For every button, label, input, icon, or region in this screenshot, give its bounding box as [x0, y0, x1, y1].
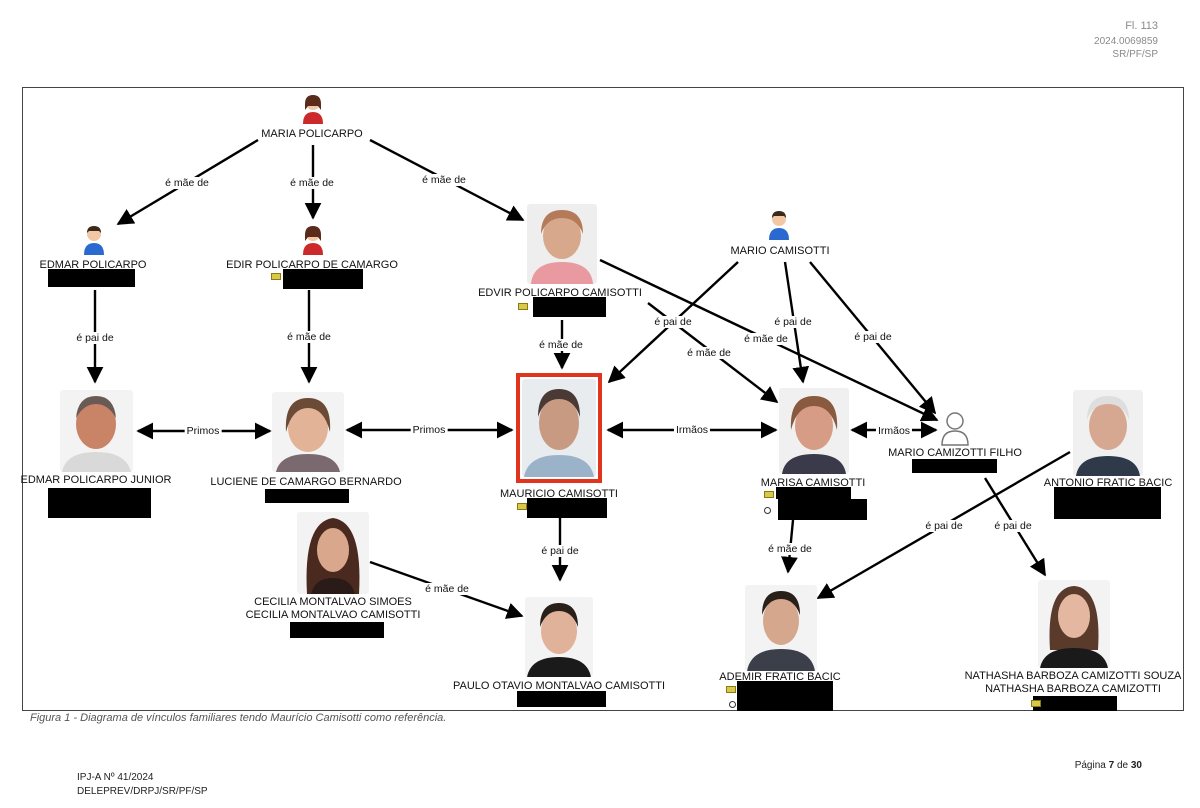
edge-label-pai: é pai de — [74, 332, 116, 344]
male-person-icon — [83, 225, 105, 255]
redaction-bar — [778, 499, 867, 520]
person-paulo-otavio-montalvao-camisotti: PAULO OTAVIO MONTALVAO CAMISOTTI — [452, 680, 666, 692]
person-cecilia-montalvao-camisotti: CECILIA MONTALVAO CAMISOTTI — [245, 609, 421, 621]
edge-label-mae: é mãe de — [685, 347, 733, 359]
redaction-bar — [283, 269, 363, 289]
redaction-bar — [48, 488, 151, 518]
female-person-icon — [302, 225, 324, 255]
male-person-icon — [768, 210, 790, 240]
edge-label-primos: Primos — [410, 424, 448, 436]
redaction-bar — [533, 297, 606, 317]
photo-ademir — [745, 585, 817, 671]
person-luciene-de-camargo-bernardo: LUCIENE DE CAMARGO BERNARDO — [210, 476, 402, 488]
edge-label-mae: é mãe de — [163, 177, 211, 189]
document-badge-icon — [726, 686, 736, 693]
edge-label-pai: é pai de — [539, 545, 581, 557]
edge-label-pai: é pai de — [923, 520, 965, 532]
report-unit: DELEPREV/DRPJ/SR/PF/SP — [77, 786, 208, 797]
photo-edvir — [527, 204, 597, 284]
process-number: 2024.0069859 — [1094, 36, 1158, 47]
person-nathasha-barboza-camizotti: NATHASHA BARBOZA CAMIZOTTI — [985, 683, 1161, 695]
edge-label-mae: é mãe de — [537, 339, 585, 351]
person-nathasha-barboza-camizotti-souza: NATHASHA BARBOZA CAMIZOTTI SOUZA — [964, 670, 1182, 682]
status-circle-icon — [729, 701, 736, 708]
document-badge-icon — [1031, 700, 1041, 707]
redaction-bar — [527, 498, 607, 518]
person-antonio-fratic-bacic: ANTONIO FRATIC BACIC — [1043, 477, 1173, 489]
person-edir-policarpo-de-camargo: EDIR POLICARPO DE CAMARGO — [226, 259, 398, 271]
folio-number: Fl. 113 — [1125, 20, 1158, 32]
redaction-bar — [48, 269, 135, 287]
edge-label-pai: é pai de — [652, 316, 694, 328]
diagram-frame — [22, 87, 1184, 711]
redaction-bar — [1033, 696, 1117, 711]
document-badge-icon — [518, 303, 528, 310]
redaction-bar — [290, 622, 384, 638]
photo-antonio — [1073, 390, 1143, 476]
person-mauricio-camisotti: MAURICIO CAMISOTTI — [500, 488, 618, 500]
person-marisa-camisotti: MARISA CAMISOTTI — [760, 477, 866, 489]
redaction-bar — [737, 681, 833, 711]
figure-caption: Figura 1 - Diagrama de vínculos familiar… — [30, 712, 447, 724]
photo-luciene — [272, 392, 344, 472]
person-mario-camizotti-filho: MARIO CAMIZOTTI FILHO — [888, 447, 1022, 459]
redaction-bar — [776, 487, 851, 499]
edge-label-primos: Primos — [184, 425, 222, 437]
document-badge-icon — [764, 491, 774, 498]
redaction-bar — [912, 459, 997, 473]
reference-person-highlight — [516, 373, 602, 483]
photo-nathasha — [1038, 580, 1110, 668]
edge-label-mae: é mãe de — [423, 583, 471, 595]
edge-label-mae: é mãe de — [742, 333, 790, 345]
redaction-bar — [517, 691, 606, 707]
edge-label-pai: é pai de — [992, 520, 1034, 532]
edge-label-pai: é pai de — [852, 331, 894, 343]
report-number: IPJ-A Nº 41/2024 — [77, 772, 154, 783]
photo-mauricio — [522, 379, 596, 477]
edge-label-mae: é mãe de — [420, 174, 468, 186]
unit-code: SR/PF/SP — [1112, 49, 1158, 60]
person-mario-camisotti: MARIO CAMISOTTI — [730, 245, 830, 257]
redaction-bar — [1054, 487, 1161, 519]
document-badge-icon — [271, 273, 281, 280]
photo-cecilia — [297, 512, 369, 594]
unknown-person-icon — [940, 410, 970, 446]
report-id: IPJ-A Nº 41/2024 DELEPREV/DRPJ/SR/PF/SP — [77, 771, 208, 799]
edge-label-mae: é mãe de — [285, 331, 333, 343]
status-circle-icon — [764, 507, 771, 514]
person-edmar-policarpo-junior: EDMAR POLICARPO JUNIOR — [20, 474, 172, 486]
person-edvir-policarpo-camisotti: EDVIR POLICARPO CAMISOTTI — [478, 287, 642, 299]
edge-label-mae: é mãe de — [288, 177, 336, 189]
photo-paulo — [525, 597, 593, 677]
photo-marisa — [779, 388, 849, 474]
person-maria-policarpo: MARIA POLICARPO — [261, 128, 363, 140]
edge-label-pai: é pai de — [772, 316, 814, 328]
person-cecilia-montalvao-simoes: CECILIA MONTALVAO SIMOES — [254, 596, 412, 608]
edge-label-irmaos: Irmãos — [673, 424, 711, 436]
page-number: Página 7 de 30 — [1074, 760, 1142, 771]
document-badge-icon — [517, 503, 527, 510]
edge-label-irmaos: Irmãos — [875, 425, 913, 437]
person-ademir-fratic-bacic: ADEMIR FRATIC BACIC — [719, 671, 841, 683]
female-person-icon — [302, 94, 324, 124]
photo-edmar-junior — [60, 390, 133, 472]
edge-label-mae: é mãe de — [766, 543, 814, 555]
redaction-bar — [265, 489, 349, 503]
person-edmar-policarpo: EDMAR POLICARPO — [39, 259, 147, 271]
